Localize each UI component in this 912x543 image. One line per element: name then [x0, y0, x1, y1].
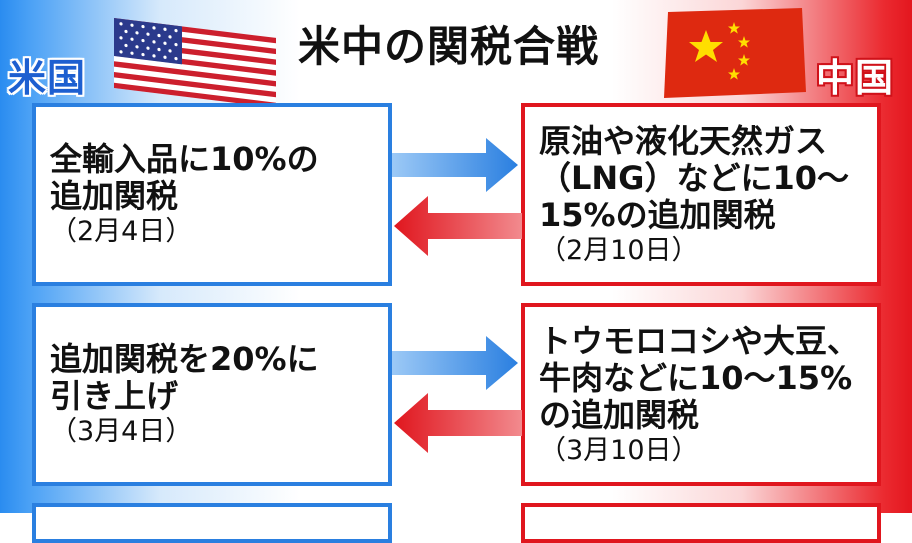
china-action-box: 原油や液化天然ガス （LNG）などに10～ 15%の追加関税 （2月10日）	[521, 103, 881, 286]
arrow-left-icon	[394, 393, 522, 453]
china-action-text: 15%の追加関税	[539, 195, 776, 234]
us-flag-icon	[114, 17, 276, 105]
us-action-text: 引き上げ	[50, 377, 179, 415]
arrow-left-icon	[394, 196, 522, 256]
us-label: 米国	[8, 56, 87, 100]
china-action-text: トウモロコシや大豆、	[539, 321, 860, 360]
us-action-box: 全輸入品に10%の 追加関税 （2月4日）	[32, 103, 392, 286]
china-action-box	[521, 503, 881, 543]
china-action-text: の追加関税	[539, 395, 700, 434]
china-flag-icon	[664, 8, 806, 98]
us-action-box	[32, 503, 392, 543]
arrow-right-icon	[392, 336, 518, 390]
china-action-box: トウモロコシや大豆、 牛肉などに10～15% の追加関税 （3月10日）	[521, 303, 881, 486]
china-action-text: 牛肉などに10～15%	[539, 358, 853, 397]
us-action-date: （2月4日）	[50, 216, 193, 247]
us-action-box: 追加関税を20%に 引き上げ （3月4日）	[32, 303, 392, 486]
arrow-right-icon	[392, 138, 518, 192]
china-action-date: （3月10日）	[539, 434, 699, 466]
china-action-text: （LNG）などに10～	[539, 158, 849, 197]
china-action-date: （2月10日）	[539, 234, 699, 266]
us-action-date: （3月4日）	[50, 416, 193, 447]
us-action-text: 全輸入品に10%の	[50, 140, 319, 178]
china-action-text: 原油や液化天然ガス	[539, 121, 828, 160]
china-label: 中国	[815, 56, 894, 100]
diagram-title: 米中の関税合戦	[298, 22, 600, 71]
us-action-text: 追加関税	[50, 177, 179, 215]
us-action-text: 追加関税を20%に	[50, 340, 319, 378]
